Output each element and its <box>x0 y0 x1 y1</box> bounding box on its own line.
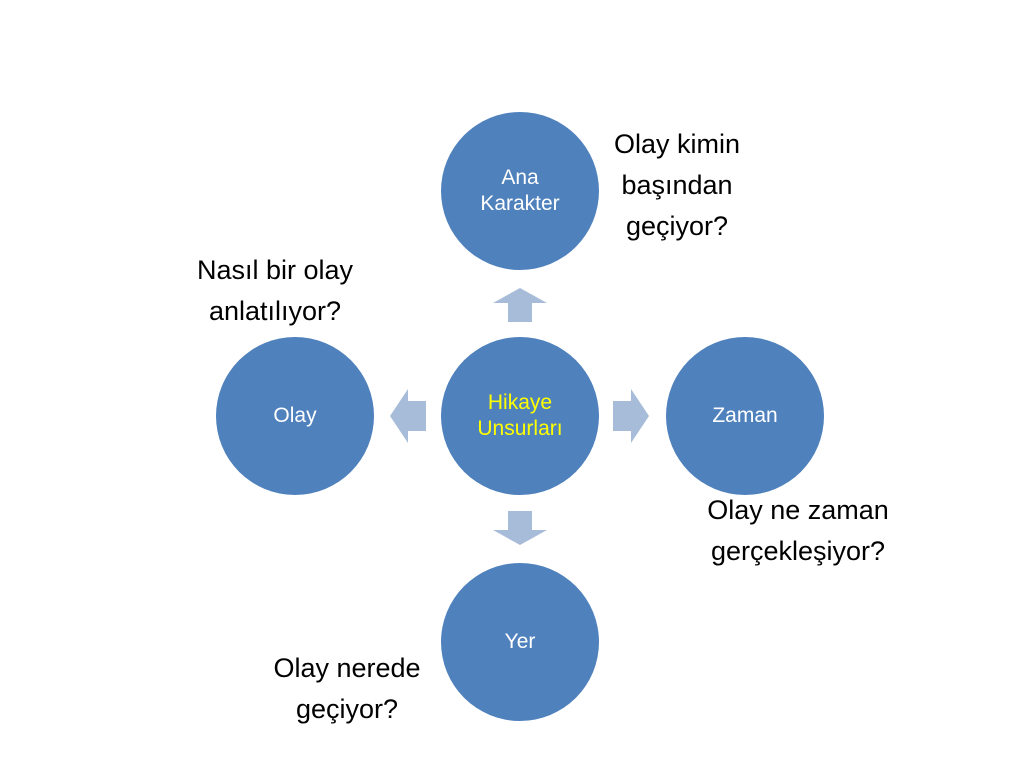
arrow-down-icon <box>493 511 547 545</box>
node-center-label: Hikaye Unsurları <box>477 390 563 440</box>
node-olay: Olay <box>216 337 374 495</box>
node-top-label: Ana Karakter <box>480 165 560 215</box>
note-yer: Olay nerede geçiyor? <box>273 653 421 724</box>
node-zaman: Zaman <box>666 337 824 495</box>
note-ana-karakter: Olay kimin başından geçiyor? <box>613 129 741 241</box>
arrow-left-icon <box>390 389 426 443</box>
node-left-label: Olay <box>273 403 317 427</box>
note-olay: Nasıl bir olay anlatılıyor? <box>196 255 354 326</box>
node-ana-karakter: Ana Karakter <box>441 112 599 270</box>
note-zaman: Olay ne zaman gerçekleşiyor? <box>707 495 889 566</box>
arrow-right-icon <box>613 389 649 443</box>
node-bottom-label: Yer <box>504 629 536 653</box>
node-right-label: Zaman <box>712 403 778 427</box>
node-yer: Yer <box>441 563 599 721</box>
node-hikaye-unsurlari: Hikaye Unsurları <box>441 337 599 495</box>
arrow-up-icon <box>493 288 547 322</box>
